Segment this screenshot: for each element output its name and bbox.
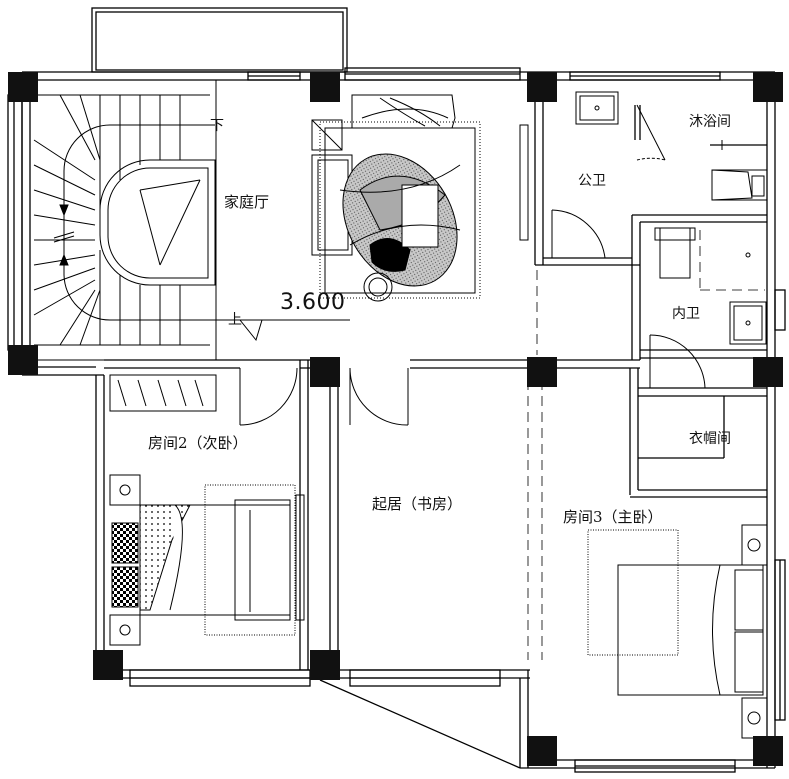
balcony: [91, 7, 348, 73]
room-label-wardrobe: 衣帽间: [689, 431, 731, 447]
sofa-set: [311, 94, 481, 302]
room-label-bedroom2: 房间2（次卧）: [148, 434, 248, 452]
room-label-family-hall: 家庭厅: [224, 193, 270, 211]
interior-walls: [104, 80, 767, 670]
room-label-inner-bath: 内卫: [672, 306, 700, 322]
bed-bedroom2: [109, 474, 305, 646]
stair-up-label: 上: [228, 312, 242, 328]
public-bath-fixtures: [575, 91, 768, 201]
elevation-mark: 3.600: [280, 290, 346, 315]
structural-columns: [8, 72, 783, 766]
dashed-partitions: [527, 230, 765, 660]
inner-bath-fixtures: [654, 227, 767, 345]
room-label-living-study: 起居（书房）: [372, 495, 463, 513]
bed-bedroom3: [587, 524, 768, 739]
room-label-public-bath: 公卫: [578, 173, 606, 189]
room-label-bedroom3: 房间3（主卧）: [563, 508, 663, 526]
hall-wall-panel: [519, 124, 529, 241]
stair-down-label: 下: [210, 118, 224, 134]
room-label-shower-room: 沐浴间: [689, 114, 731, 130]
doors: [239, 104, 706, 426]
staircase: [29, 79, 350, 361]
wardrobe-bedroom2: [109, 374, 217, 412]
